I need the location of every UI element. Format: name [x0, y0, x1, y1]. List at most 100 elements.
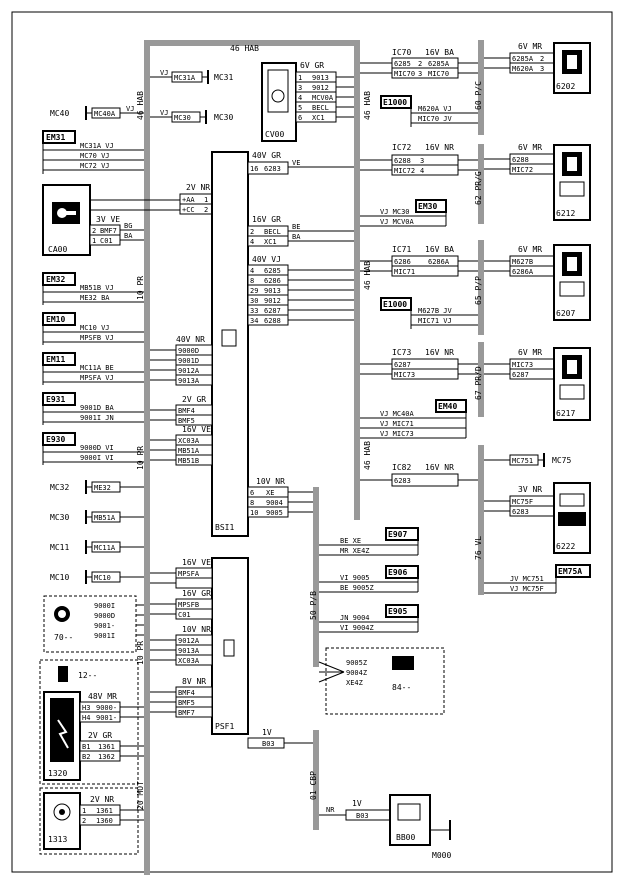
wire-label: XC03A [178, 657, 200, 665]
component-label: MC10 [50, 573, 69, 582]
wire-label: BMF7 [178, 709, 195, 717]
label-text: 6207 [556, 309, 575, 318]
wire-label: BA [124, 232, 133, 240]
wire-label: 29 [250, 287, 258, 295]
connector-label: ME32 [94, 484, 111, 492]
label-text: BECL [312, 104, 329, 112]
label-text: B1 [82, 743, 90, 751]
wire-label: 9012A [178, 637, 200, 645]
connector-spec: 16V VE [182, 425, 211, 434]
label-text: 10 [250, 509, 258, 517]
label-text: 1 [82, 807, 86, 815]
label-text: MIC73 [394, 371, 415, 379]
label-text: 2 [540, 55, 544, 63]
label-text: MIC70 JV [418, 115, 453, 123]
label-text: BB00 [396, 833, 415, 842]
label-text: E906 [388, 568, 407, 577]
harness-label-67prd: 67 PR/D [474, 366, 483, 400]
wire-label: BA [292, 233, 301, 241]
label-text: 1362 [98, 753, 115, 761]
harness-label-top: 46 HAB [230, 44, 259, 53]
c1313-box [43, 792, 81, 850]
harness-46-hab [144, 40, 360, 875]
ground-mc40 [85, 106, 144, 120]
harness-label-10pr-2: 10 PR [136, 446, 145, 470]
wire-label: 34 [250, 317, 258, 325]
harness-50pb [313, 487, 319, 667]
harness-label-left: 46 HAB [136, 91, 145, 120]
label-text: 4 [250, 238, 254, 246]
label-text: 16V NR [425, 463, 454, 472]
component-label: MC30 [214, 113, 233, 122]
connector-label: MC30 [174, 114, 191, 122]
label-text: 9004Z [346, 669, 367, 677]
wire-label: XC1 [264, 238, 277, 246]
component-label: MC30 [50, 513, 69, 522]
label-text: 6V MR [518, 42, 542, 51]
wire-label: BECL [264, 228, 281, 236]
connector-spec: 16V GR [182, 589, 211, 598]
harness-60pc [478, 40, 484, 135]
label-text: 9001I JN [80, 414, 114, 422]
connector-spec: 2V GR [182, 395, 206, 404]
label-text: H3 [82, 704, 90, 712]
label-text: 6217 [556, 409, 575, 418]
label-text: E907 [388, 530, 407, 539]
c84-box [325, 647, 445, 715]
label-text: 1V [352, 799, 362, 808]
connector-spec: 16V VE [182, 558, 211, 567]
label-text: 1361 [98, 743, 115, 751]
label-text: MIC71 VJ [418, 317, 452, 325]
label-text: 6285A [512, 55, 534, 63]
connector-spec: 40V NR [176, 335, 205, 344]
label-text: 9001I [94, 632, 115, 640]
harness-label-01cbp: 01 CBP [309, 771, 318, 800]
label-text: EM30 [418, 202, 437, 211]
component-label: MC11 [50, 543, 69, 552]
label-text: VJ MIC73 [380, 430, 414, 438]
label-text: E931 [46, 395, 65, 404]
connector-spec: 1V [262, 728, 272, 737]
label-text: 5 [298, 104, 302, 112]
label-text: 3 [298, 84, 302, 92]
wire-label: 33 [250, 307, 258, 315]
label-text: 1360 [96, 817, 113, 825]
label-text: MIC72 [512, 166, 533, 174]
label-text: 6202 [556, 82, 575, 91]
connector-label: IC70 [392, 48, 411, 57]
harness-label-65pp: 65 P/P [474, 276, 483, 305]
label-text: M627B JV [418, 307, 453, 315]
label-text: E905 [388, 607, 407, 616]
connector-spec: 16V GR [252, 215, 281, 224]
label-text: 9000D VI [80, 444, 114, 452]
label-text: ME32 BA [80, 294, 110, 302]
wire-label: BMF5 [178, 417, 195, 425]
label-text: 6286A [428, 258, 450, 266]
label-text: 6 [298, 114, 302, 122]
label-text: BE 9005Z [340, 584, 374, 592]
connector-label: MC31A [174, 74, 196, 82]
connector-spec: 10V NR [256, 477, 285, 486]
label-text: VI 9005 [340, 574, 370, 582]
wire-label: VJ [126, 105, 134, 113]
wire-label: 6286 [264, 277, 281, 285]
connector-spec: 16V BA [425, 48, 454, 57]
harness-label-mid2: 46 HAB [363, 261, 372, 290]
wire-label: 9012 [264, 297, 281, 305]
c12-box [39, 659, 139, 785]
c70-box [43, 595, 137, 653]
label-text: 1 [92, 237, 96, 245]
wire-label: BMF5 [178, 699, 195, 707]
label-text: EM11 [46, 355, 65, 364]
label-text: 9000D [94, 612, 115, 620]
wire-label: VJ [160, 69, 168, 77]
label-text: 3 [540, 65, 544, 73]
wire-label: BMF4 [178, 689, 195, 697]
label-text: 2 [92, 227, 96, 235]
connector-label: MB51A [94, 514, 116, 522]
wire-label: 8 [250, 277, 254, 285]
label-text: 6222 [556, 542, 575, 551]
label-text: VJ MC30 [380, 208, 410, 216]
